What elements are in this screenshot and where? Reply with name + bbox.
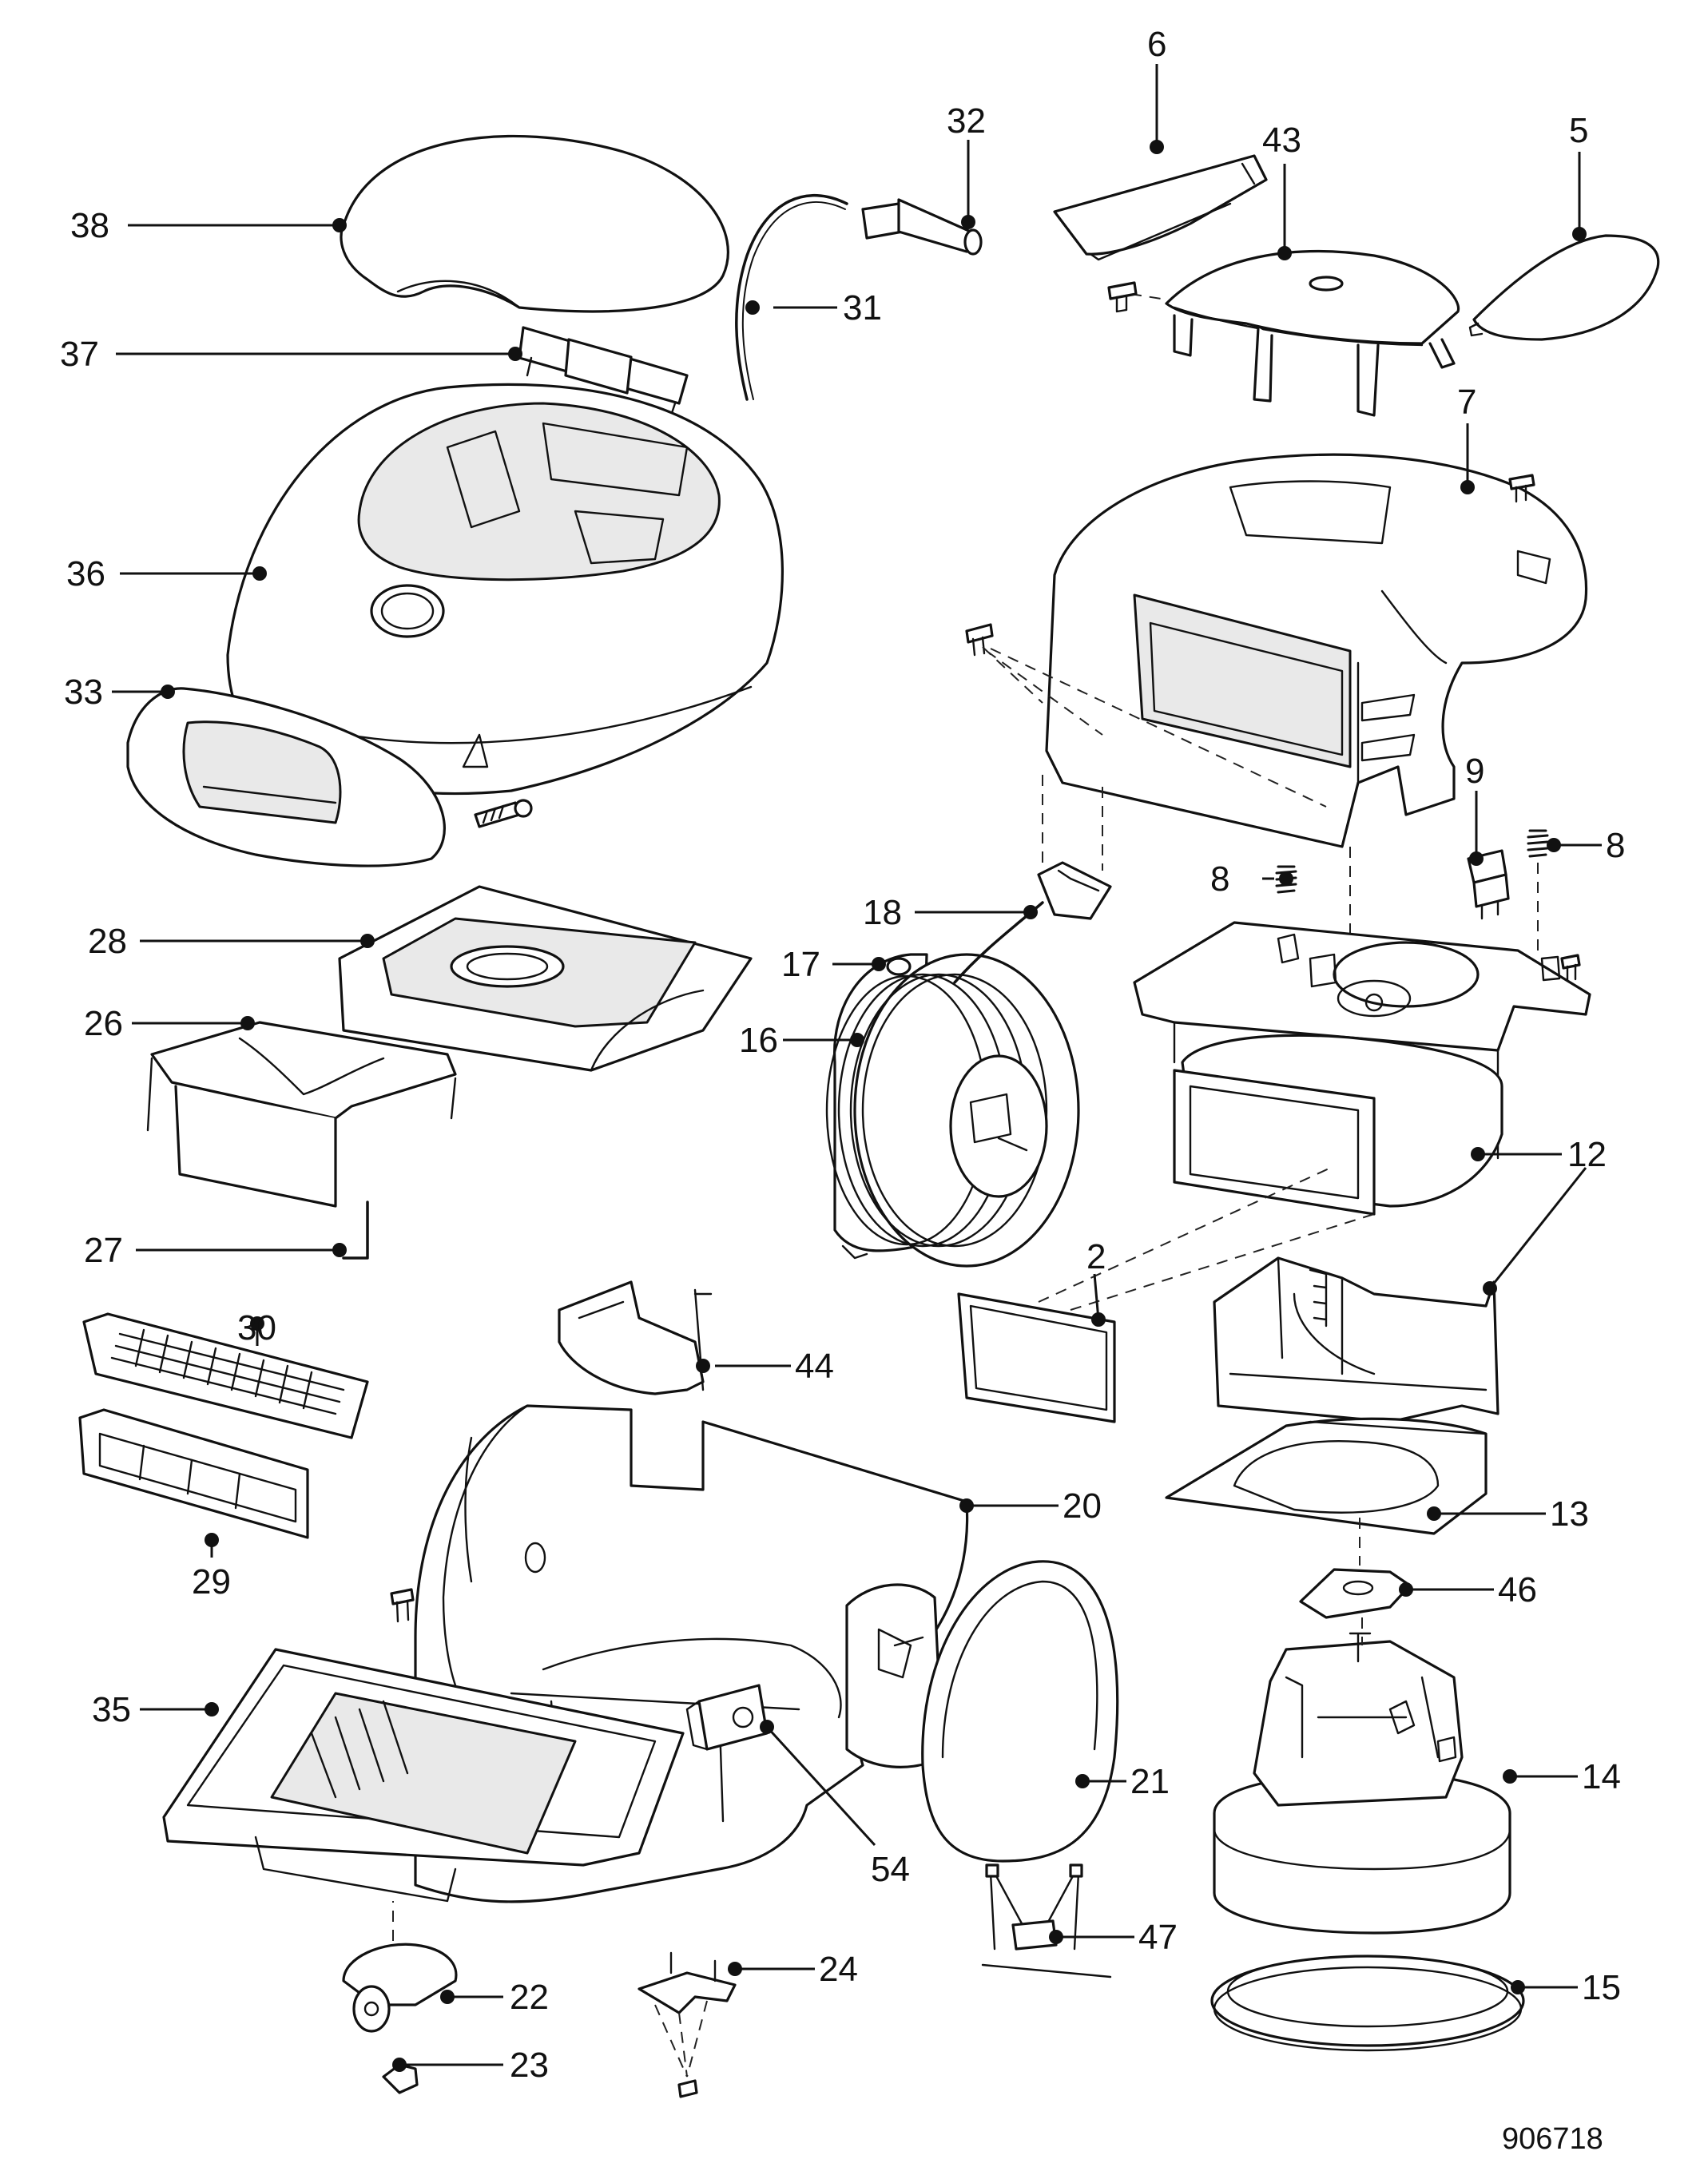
callout-31: 31 — [843, 288, 882, 327]
callout-26: 26 — [84, 1004, 123, 1043]
part-46-motor-cap — [1299, 1568, 1412, 1619]
callout-6: 6 — [1147, 25, 1166, 64]
part-2-filter-frame — [957, 1292, 1116, 1423]
part-12-screw — [1560, 954, 1581, 982]
part-17-knob — [886, 957, 912, 976]
callout-33: 33 — [64, 673, 103, 712]
part-12-fan-housing-upper — [1133, 921, 1591, 1216]
part-31-cable — [735, 193, 848, 401]
callout-22: 22 — [510, 1978, 549, 2017]
callout-labels: 38 37 36 33 32 31 6 43 5 7 9 8 8 28 26 2… — [60, 25, 1625, 2156]
callout-54: 54 — [871, 1850, 910, 1889]
callout-24: 24 — [819, 1950, 858, 1989]
part-47-brushes — [981, 1863, 1112, 1978]
part-38-lid-cover — [340, 134, 729, 313]
callout-21: 21 — [1130, 1762, 1170, 1801]
part-43-top-panel — [1130, 249, 1460, 417]
part-43-screw — [1107, 281, 1138, 313]
callout-17: 17 — [781, 945, 820, 984]
part-32-plug — [861, 198, 983, 256]
grille-pattern — [110, 1328, 345, 1415]
callout-16: 16 — [739, 1021, 778, 1060]
part-24-clip-plate — [638, 1951, 737, 2098]
part-30-grille — [82, 1312, 369, 1439]
part-26-bag-holder — [146, 1021, 457, 1208]
callout-2: 2 — [1086, 1237, 1106, 1276]
callout-18: 18 — [863, 893, 902, 932]
callout-47: 47 — [1138, 1918, 1178, 1957]
part-20-screw — [390, 1588, 415, 1623]
part-14-motor — [1213, 1632, 1511, 1935]
part-33-screw — [474, 799, 533, 828]
part-44-duct — [558, 1280, 713, 1395]
callout-46: 46 — [1498, 1570, 1537, 1609]
callout-5: 5 — [1569, 111, 1588, 150]
callout-12: 12 — [1567, 1135, 1607, 1174]
callout-7: 7 — [1457, 383, 1476, 422]
part-37-latch-bracket — [518, 326, 689, 417]
part-35-front-tray — [162, 1648, 685, 1903]
callout-35: 35 — [92, 1690, 131, 1729]
leader-lines — [112, 64, 1602, 2066]
callout-28: 28 — [88, 922, 127, 961]
part-33-handle-grip — [126, 687, 446, 867]
guide-line-14 — [1359, 1518, 1363, 1645]
part-16-cable-reel — [825, 953, 1080, 1268]
callout-30: 30 — [237, 1308, 276, 1347]
part-5-side-cap — [1468, 234, 1660, 341]
callout-43: 43 — [1262, 121, 1301, 160]
part-7-housing-shell — [1045, 453, 1588, 848]
part-21-side-wheel — [921, 1560, 1119, 1863]
callout-37: 37 — [60, 335, 99, 374]
callout-14: 14 — [1582, 1757, 1621, 1796]
part-28-dust-bag — [338, 885, 753, 1072]
callout-20: 20 — [1063, 1486, 1102, 1526]
part-7-screws — [965, 474, 1535, 808]
callout-15: 15 — [1582, 1968, 1621, 2007]
callout-8-right: 8 — [1606, 826, 1625, 865]
callout-9: 9 — [1465, 752, 1484, 791]
part-13-gasket-plate — [1165, 1417, 1488, 1535]
callout-44: 44 — [795, 1347, 834, 1386]
callout-8-left: 8 — [1210, 859, 1229, 899]
part-22-castor — [342, 1943, 458, 2033]
callout-23: 23 — [510, 2046, 549, 2085]
callout-dots — [161, 140, 1587, 2072]
callout-32: 32 — [947, 101, 986, 141]
guide-line-2 — [1038, 1165, 1375, 1311]
part-8-spring-right — [1527, 829, 1549, 858]
callout-29: 29 — [192, 1562, 231, 1601]
callout-13: 13 — [1550, 1494, 1589, 1534]
part-27-clip — [342, 1201, 369, 1260]
part-36-upper-housing — [226, 383, 784, 796]
part-6-small-cover — [1053, 154, 1268, 261]
callout-38: 38 — [70, 206, 109, 245]
callout-36: 36 — [66, 554, 105, 593]
part-12-fan-housing-lower — [1213, 1256, 1499, 1423]
callout-27: 27 — [84, 1231, 123, 1270]
part-15-ring — [1210, 1955, 1525, 2052]
part-29-filter-cassette — [78, 1408, 309, 1539]
reference-code: 906718 — [1502, 2122, 1603, 2156]
